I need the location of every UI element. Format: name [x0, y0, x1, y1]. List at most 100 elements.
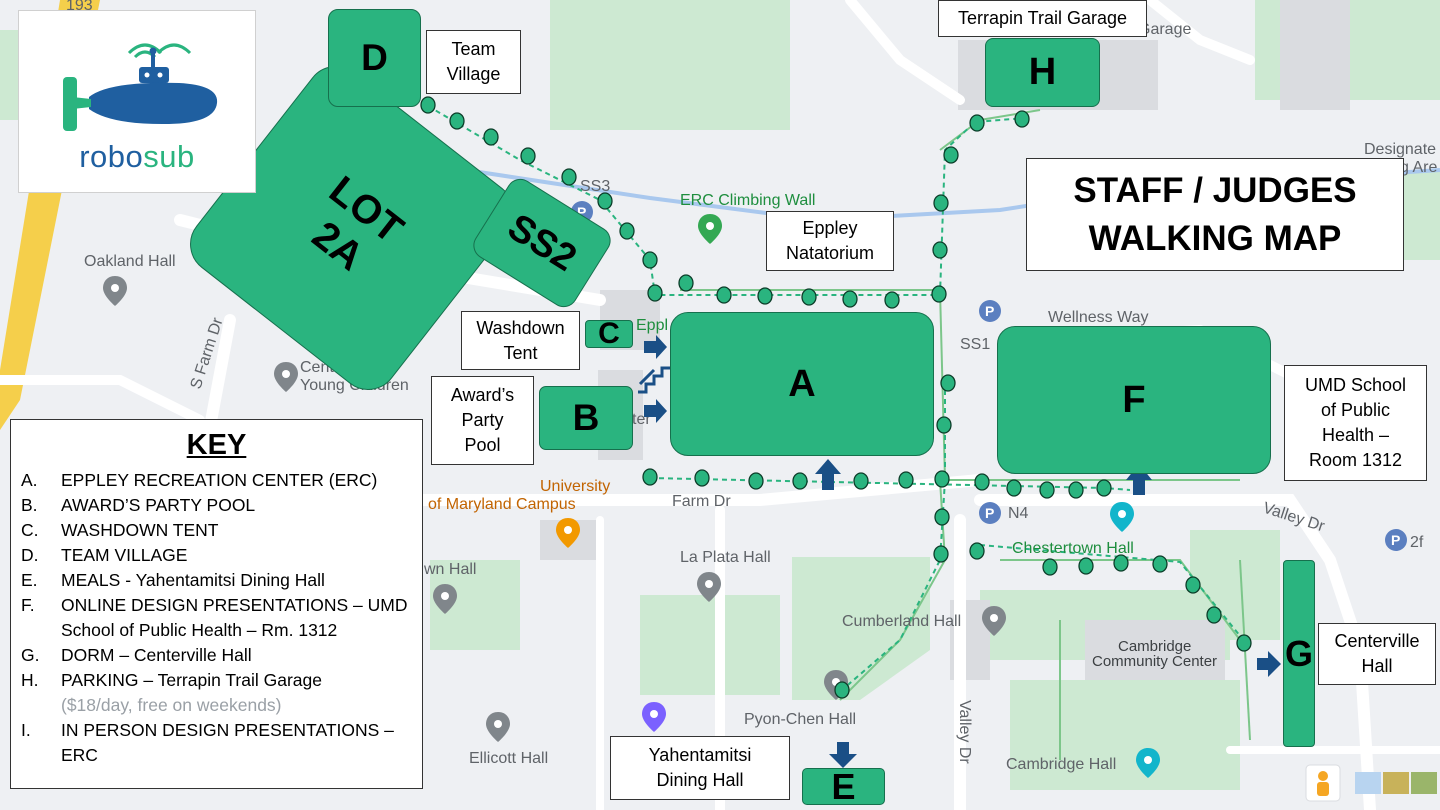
svg-text:SS3: SS3 — [580, 178, 610, 195]
key-item-letter: B. — [21, 495, 38, 515]
route-dot — [597, 192, 613, 210]
route-dot — [1113, 554, 1129, 572]
robosub-logo-text-robo: robo — [79, 139, 144, 174]
route-dot — [1185, 576, 1201, 594]
street-view-pegman-icon — [1305, 764, 1341, 802]
walking-route-path-2 — [649, 477, 1131, 491]
key-item-letter: D. — [21, 545, 39, 565]
arrow-right-icon — [1257, 651, 1281, 677]
key-item-letter: A. — [21, 470, 38, 490]
route-dot — [716, 286, 732, 304]
robosub-logo-text-sub: sub — [143, 139, 195, 174]
zone-d-label: D — [361, 37, 388, 78]
svg-text:g Are: g Are — [1400, 159, 1437, 176]
walking-route-path-4 — [979, 544, 1246, 643]
parking-icon: P — [979, 502, 1001, 524]
callout-washdown-tent: Washdown Tent — [461, 311, 580, 370]
key-item-letter: C. — [21, 520, 39, 540]
route-dot — [757, 287, 773, 305]
map-key-title: KEY — [186, 429, 247, 461]
map-title-line2: WALKING MAP — [1088, 218, 1342, 258]
route-dot — [898, 471, 914, 489]
zone-g-label: G — [1284, 632, 1313, 674]
route-dot — [969, 114, 985, 132]
robosub-logo: robosub — [18, 10, 256, 193]
svg-text:Garage: Garage — [1138, 21, 1191, 38]
svg-text:Community Center: Community Center — [1092, 653, 1217, 670]
route-dot — [1096, 479, 1112, 497]
zone-h-label: H — [1028, 51, 1057, 93]
callout-yahentamitsi-dining-hall: Yahentamitsi Dining Hall — [610, 736, 790, 800]
map-pins — [103, 214, 1160, 778]
zone-a: A — [670, 312, 934, 456]
key-item-text: PARKING – Terrapin Trail Garage — [61, 670, 322, 690]
key-item-letter: F. — [21, 595, 35, 615]
location-pin-icon — [982, 606, 1006, 636]
stairs-icon — [638, 366, 670, 394]
route-dot — [969, 542, 985, 560]
key-item-text: IN PERSON DESIGN PRESENTATIONS – ERC — [61, 720, 394, 765]
map-title-line1: STAFF / JUDGES — [1073, 170, 1357, 210]
zone-e: E — [802, 766, 885, 807]
map-key: KEY A.EPPLEY RECREATION CENTER (ERC) B.A… — [10, 419, 423, 789]
key-item: E.MEALS - Yahentamitsi Dining Hall — [11, 568, 422, 593]
zone-f: F — [997, 326, 1271, 474]
route-dot — [933, 194, 949, 212]
svg-text:Cambridge: Cambridge — [1118, 638, 1191, 655]
key-item-letter: H. — [21, 670, 39, 690]
location-pin-icon — [433, 584, 457, 614]
key-item: I.IN PERSON DESIGN PRESENTATIONS – ERC — [11, 718, 422, 768]
svg-text:Cumberland Hall: Cumberland Hall — [842, 613, 961, 630]
key-item-text: EPPLEY RECREATION CENTER (ERC) — [61, 470, 378, 490]
route-dot — [642, 468, 658, 486]
route-dot — [974, 473, 990, 491]
route-dot — [933, 545, 949, 563]
robosub-logo-text: robosub — [19, 139, 255, 175]
route-dot — [1152, 555, 1168, 573]
info-pin-icon — [642, 702, 666, 732]
walking-route-dots — [420, 96, 1252, 699]
route-dot — [940, 374, 956, 392]
location-pin-icon — [697, 572, 721, 602]
arrow-up-icon — [1126, 464, 1152, 495]
route-dot — [1068, 481, 1084, 499]
svg-text:Wellness Way: Wellness Way — [1048, 309, 1148, 326]
zone-ss2-label: SS2 — [500, 205, 584, 280]
callout-team-village: Team Village — [426, 30, 521, 94]
arrow-down-icon — [829, 742, 857, 768]
route-dot — [853, 472, 869, 490]
key-item-letter: E. — [21, 570, 38, 590]
key-item: D.TEAM VILLAGE — [11, 543, 422, 568]
svg-text:SS1: SS1 — [960, 336, 990, 353]
route-dot — [1039, 481, 1055, 499]
route-dot — [748, 472, 764, 490]
svg-text:P: P — [577, 204, 586, 220]
route-dot — [934, 470, 950, 488]
key-item-text: AWARD’S PARTY POOL — [61, 495, 256, 515]
route-dot — [934, 508, 950, 526]
route-dot — [931, 285, 947, 303]
map-title: STAFF / JUDGES WALKING MAP — [1026, 158, 1404, 271]
svg-text:2f: 2f — [1410, 534, 1424, 551]
key-item: F.ONLINE DESIGN PRESENTATIONS – UMD Scho… — [11, 593, 422, 643]
svg-text:Ellicott Hall: Ellicott Hall — [469, 750, 548, 767]
key-item: H. PARKING – Terrapin Trail Garage ($18/da… — [11, 668, 422, 718]
svg-text:Designate: Designate — [1364, 141, 1436, 158]
route-dot — [1206, 606, 1222, 624]
svg-text:University: University — [540, 478, 610, 495]
svg-text:of Maryland Campus: of Maryland Campus — [428, 496, 576, 513]
green-areas — [0, 0, 1440, 790]
key-item: A. EPPLEY RECREATION CENTER (ERC) — [11, 468, 422, 493]
route-dot — [801, 288, 817, 306]
key-item: C.WASHDOWN TENT — [11, 518, 422, 543]
svg-text:Cambridge Hall: Cambridge Hall — [1006, 756, 1116, 773]
key-item-note: ($18/day, free on weekends) — [61, 695, 282, 715]
arrow-right-icon — [644, 335, 667, 359]
svg-text:P: P — [985, 505, 994, 521]
callout-terrapin-trail-garage: Terrapin Trail Garage — [938, 0, 1147, 37]
zone-f-label: F — [1122, 378, 1146, 421]
callout-centerville-hall: Centerville Hall — [1318, 623, 1436, 685]
route-dot — [483, 128, 499, 146]
route-dot — [420, 96, 436, 114]
arrows — [644, 335, 1281, 768]
